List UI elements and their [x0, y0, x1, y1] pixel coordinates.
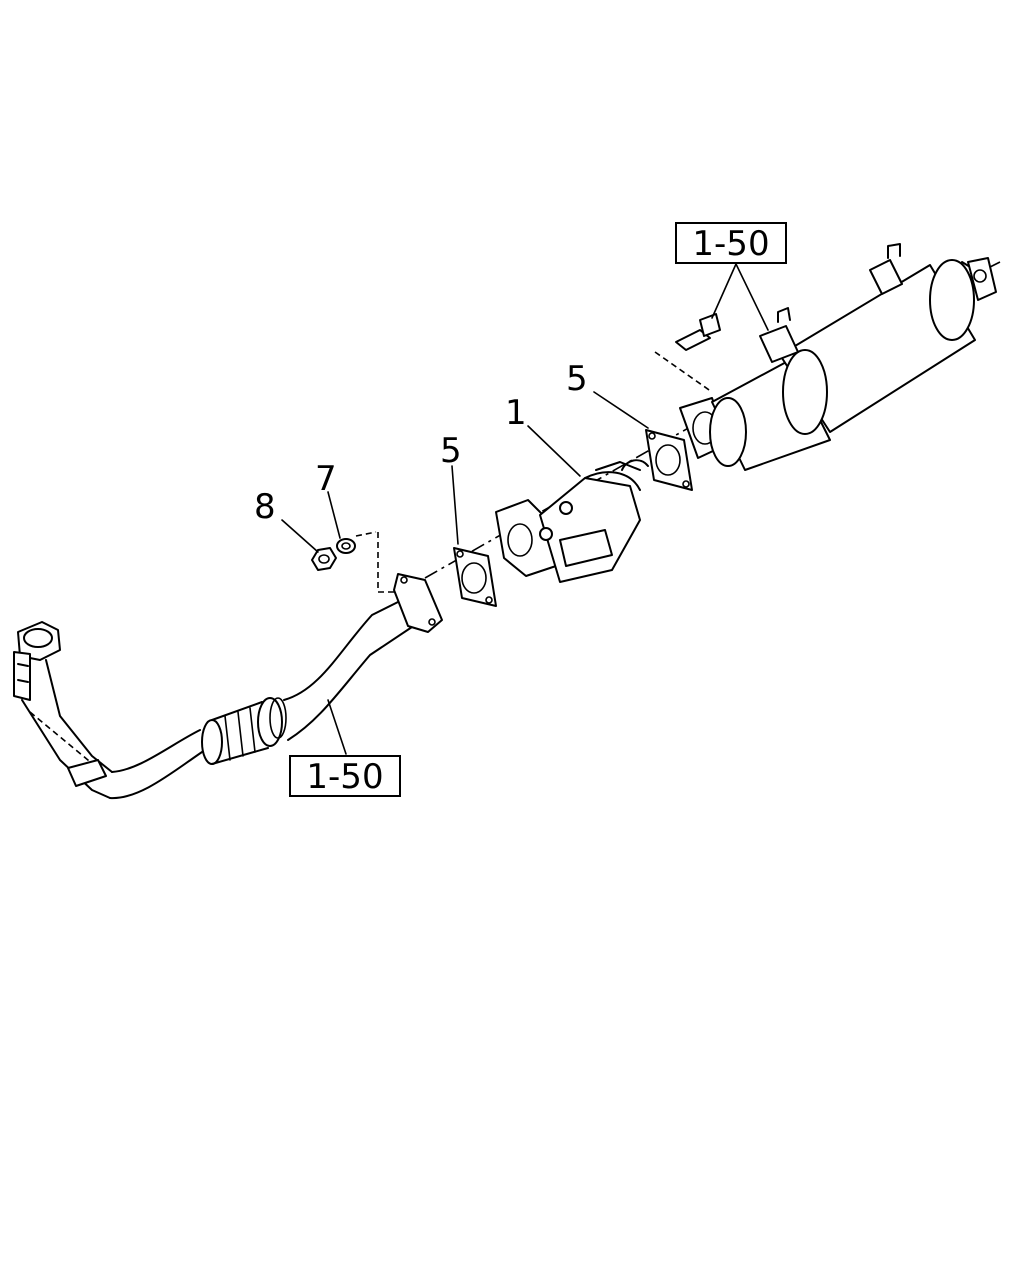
- callout-item-5-left: 5: [440, 431, 462, 471]
- washer[interactable]: [336, 538, 356, 554]
- catalytic-converter[interactable]: [495, 459, 649, 583]
- nut[interactable]: [311, 547, 337, 571]
- gasket-right[interactable]: [645, 429, 693, 491]
- ref-box-upper: 1-50: [675, 222, 787, 264]
- ref-box-lower: 1-50: [289, 755, 401, 797]
- callout-item-1: 1: [505, 393, 527, 433]
- ref-box-lower-label: 1-50: [306, 757, 383, 797]
- stud-line: [355, 531, 377, 537]
- callout-item-5-right: 5: [566, 359, 588, 399]
- muffler-assembly[interactable]: [675, 243, 997, 471]
- gasket-left[interactable]: [453, 547, 497, 607]
- callout-item-8: 8: [254, 487, 276, 527]
- callout-item-7: 7: [315, 459, 337, 499]
- ref-box-upper-label: 1-50: [692, 224, 769, 264]
- front-exhaust-pipe[interactable]: [13, 573, 443, 800]
- leader-lines: [281, 263, 769, 755]
